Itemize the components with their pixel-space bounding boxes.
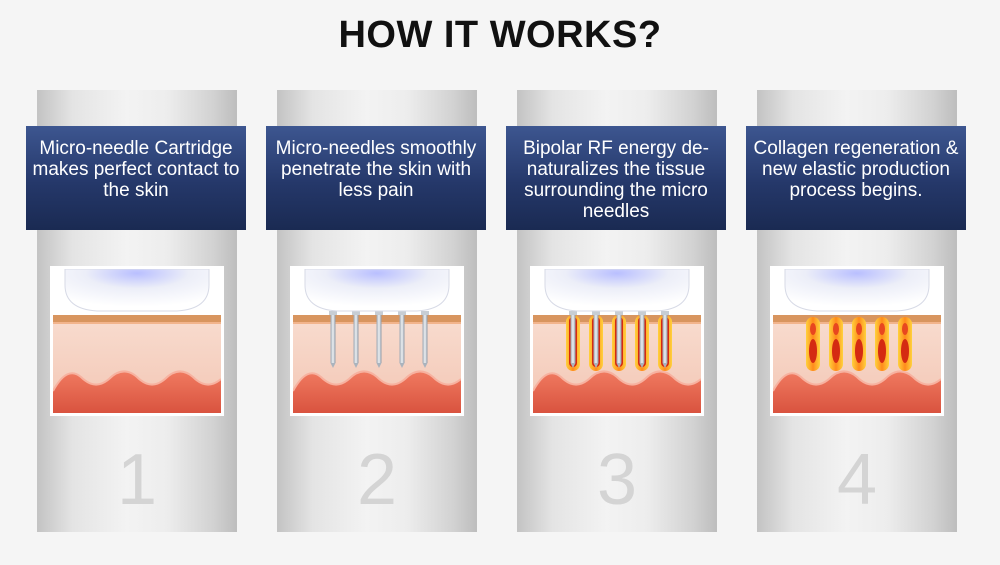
step-caption-3: Bipolar RF energy de-naturalizes the tis… <box>506 126 726 230</box>
page-title: HOW IT WORKS? <box>338 14 662 56</box>
step-caption-1: Micro-needle Cartridge makes perfect con… <box>26 126 246 230</box>
step-number-2: 2 <box>356 440 398 520</box>
skin-cross-section-1 <box>53 269 221 413</box>
skin-cross-section-4 <box>773 269 941 413</box>
step-number-3: 3 <box>596 440 638 520</box>
skin-cross-section-2 <box>293 269 461 413</box>
step-caption-4: Collagen regeneration & new elastic prod… <box>746 126 966 230</box>
step-number-1: 1 <box>116 440 158 520</box>
step-illustration-3 <box>530 266 704 416</box>
step-caption-2: Micro-needles smoothly penetrate the ski… <box>266 126 486 230</box>
step-illustration-1 <box>50 266 224 416</box>
step-illustration-4 <box>770 266 944 416</box>
step-number-4: 4 <box>836 440 878 520</box>
step-illustration-2 <box>290 266 464 416</box>
skin-cross-section-3 <box>533 269 701 413</box>
